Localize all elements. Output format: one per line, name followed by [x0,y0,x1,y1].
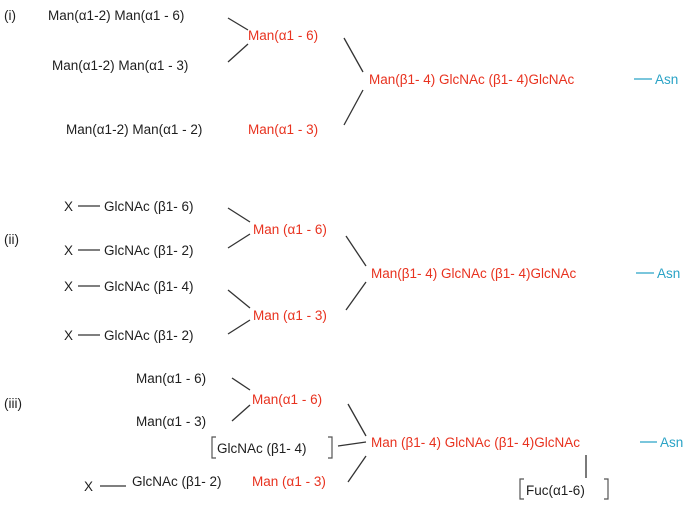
branch4-glcnac: GlcNAc (β1- 2) [104,328,194,343]
core-man-a13: Man (α1 - 3) [253,308,327,323]
asn-label: Asn [657,266,680,281]
x-label: X [64,279,73,294]
x-label: X [64,328,73,343]
bond-line [337,441,367,447]
core-man-a13: Man (α1 - 3) [252,474,326,489]
branch-glcnac: GlcNAc (β1- 2) [132,474,222,489]
bond-line [227,233,251,249]
bond-line [345,281,367,311]
core-man-a16: Man(α1 - 6) [252,392,322,407]
bracket-right [328,436,333,459]
core-chain: Man(β1- 4) GlcNAc (β1- 4)GlcNAc [371,266,577,281]
panel-i: (i) Man(α1-2) Man(α1 - 6) Man(α1-2) Man(… [4,8,678,137]
branch3-glcnac: GlcNAc (β1- 4) [104,279,194,294]
bisect-glcnac: GlcNAc (β1- 4) [217,441,307,456]
fuc-label: Fuc(α1-6) [526,483,585,498]
panel-label-iii: (iii) [4,396,22,411]
core-man-a13: Man(α1 - 3) [248,122,318,137]
branch-top-label: Man(α1-2) Man(α1 - 6) [48,8,184,23]
bond-line [347,455,367,483]
asn-label: Asn [655,72,678,87]
core-chain: Man (β1- 4) GlcNAc (β1- 4)GlcNAc [371,435,580,450]
core-man-a16: Man (α1 - 6) [253,222,327,237]
panel-ii: (ii) X GlcNAc (β1- 6) X GlcNAc (β1- 2) X… [4,199,680,343]
core-chain: Man(β1- 4) GlcNAc (β1- 4)GlcNAc [369,72,575,87]
bond-line [343,37,364,73]
bond-line [231,377,251,391]
bond-line [227,43,249,63]
bond-line [227,289,251,309]
x-label: X [64,199,73,214]
bracket-left [519,478,524,500]
asn-label: Asn [660,435,683,450]
bond-line [227,17,249,31]
branch-man-a16: Man(α1 - 6) [136,371,206,386]
bond-line [227,207,251,223]
panel-label-ii: (ii) [4,232,19,247]
bracket-left [211,436,216,459]
branch2-glcnac: GlcNAc (β1- 2) [104,243,194,258]
core-man-a16: Man(α1 - 6) [248,28,318,43]
bond-line [347,403,367,437]
bond-line [345,235,367,267]
branch-man-a13: Man(α1 - 3) [136,414,206,429]
bond-line [227,319,251,335]
bracket-right [604,478,609,500]
panel-label-i: (i) [4,8,16,23]
branch-low-label: Man(α1-2) Man(α1 - 2) [66,122,202,137]
branch1-glcnac: GlcNAc (β1- 6) [104,199,194,214]
x-label: X [64,243,73,258]
bond-line [343,89,364,126]
panel-iii: (iii) Man(α1 - 6) Man(α1 - 3) Man(α1 - 6… [4,371,683,500]
x-label: X [84,479,93,494]
branch-mid-label: Man(α1-2) Man(α1 - 3) [52,58,188,73]
bond-line [231,404,251,422]
